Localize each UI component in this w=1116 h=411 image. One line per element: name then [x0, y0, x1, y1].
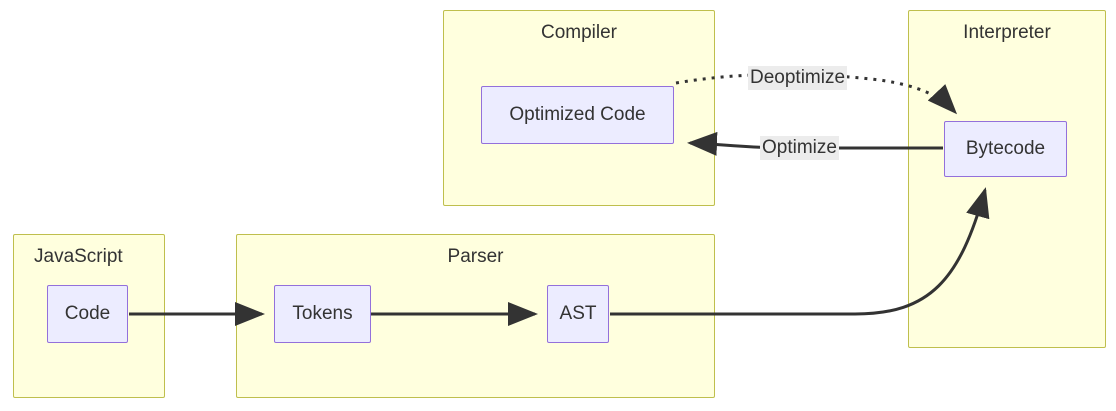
node-code[interactable]: Code	[47, 285, 128, 343]
edge-label-deoptimize: Deoptimize	[748, 66, 848, 90]
node-bytecode[interactable]: Bytecode	[944, 121, 1067, 177]
cluster-interpreter-label: Interpreter	[963, 22, 1051, 43]
node-ast-label: AST	[559, 303, 597, 324]
cluster-interpreter: Interpreter	[908, 10, 1106, 348]
edge-label-optimize: Optimize	[760, 136, 839, 160]
cluster-javascript-label: JavaScript	[34, 246, 123, 267]
node-tokens-label: Tokens	[292, 303, 353, 324]
cluster-javascript: JavaScript	[13, 234, 165, 398]
node-optimized-code[interactable]: Optimized Code	[481, 86, 674, 144]
cluster-compiler-label: Compiler	[540, 22, 618, 43]
cluster-parser-label: Parser	[447, 246, 504, 267]
node-optimized-code-label: Optimized Code	[509, 104, 646, 125]
node-ast[interactable]: AST	[547, 285, 609, 343]
node-bytecode-label: Bytecode	[965, 138, 1046, 159]
node-tokens[interactable]: Tokens	[274, 285, 371, 343]
node-code-label: Code	[64, 303, 111, 324]
